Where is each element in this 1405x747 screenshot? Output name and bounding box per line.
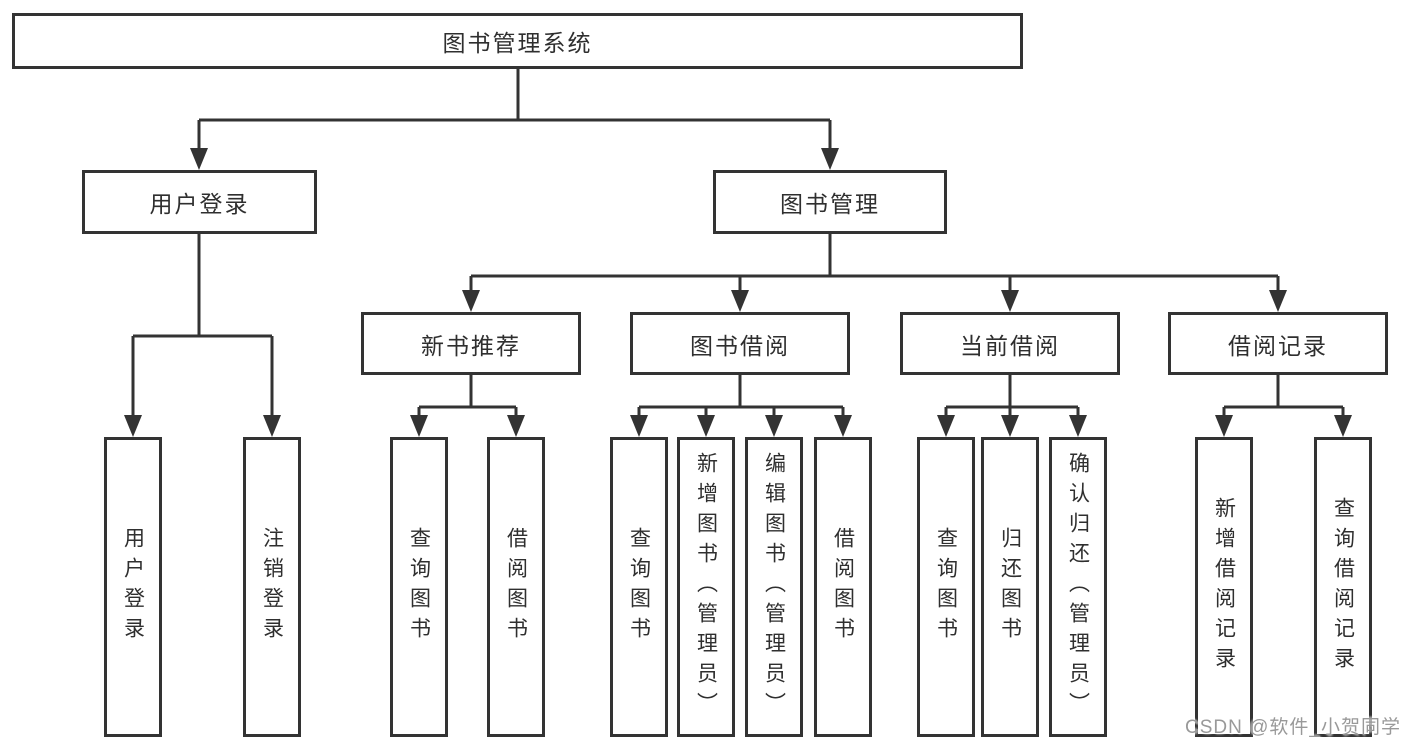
node-current-borrow: 当前借阅 <box>900 312 1120 375</box>
leaf-borrow-edit-book-admin: 编辑图书（管理员） <box>745 437 803 737</box>
watermark: CSDN @软件_小贺同学 <box>1185 717 1401 738</box>
leaf-current-confirm-return-admin: 确认归还（管理员） <box>1049 437 1107 737</box>
node-book-management: 图书管理 <box>713 170 947 234</box>
leaf-borrow-query-book: 查询图书 <box>610 437 668 737</box>
leaf-borrow-borrow-book: 借阅图书 <box>814 437 872 737</box>
node-root: 图书管理系统 <box>12 13 1023 69</box>
leaf-current-query-book: 查询图书 <box>917 437 975 737</box>
leaf-current-return-book: 归还图书 <box>981 437 1039 737</box>
leaf-record-query: 查询借阅记录 <box>1314 437 1372 737</box>
leaf-logout: 注销登录 <box>243 437 301 737</box>
node-book-borrow: 图书借阅 <box>630 312 850 375</box>
leaf-user-login: 用户登录 <box>104 437 162 737</box>
leaf-recommend-borrow-book: 借阅图书 <box>487 437 545 737</box>
leaf-borrow-add-book-admin: 新增图书（管理员） <box>677 437 735 737</box>
node-borrow-record: 借阅记录 <box>1168 312 1388 375</box>
leaf-record-add: 新增借阅记录 <box>1195 437 1253 737</box>
node-new-book-recommend: 新书推荐 <box>361 312 581 375</box>
arrowheads <box>124 148 1352 437</box>
node-user-login: 用户登录 <box>82 170 317 234</box>
leaf-recommend-query-book: 查询图书 <box>390 437 448 737</box>
